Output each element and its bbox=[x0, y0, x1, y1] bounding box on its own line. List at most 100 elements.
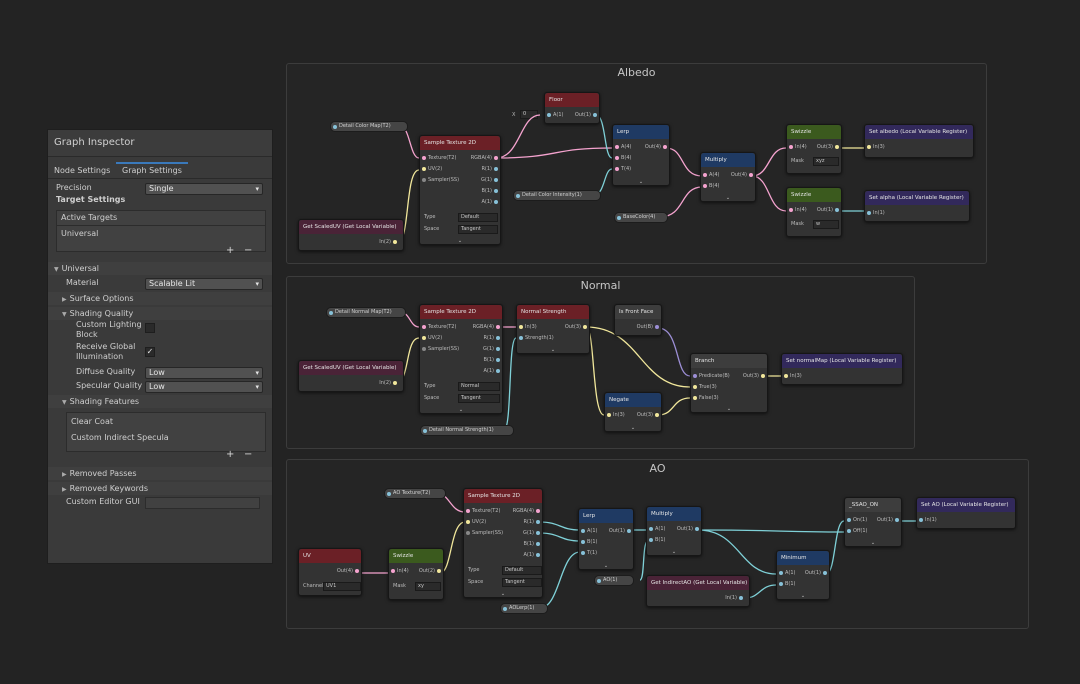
output-port[interactable] bbox=[739, 595, 743, 600]
chevron-down-icon[interactable]: ⌄ bbox=[550, 347, 556, 353]
branch-node[interactable]: Branch Predicate(B) True(3) False(3) Out… bbox=[690, 353, 768, 413]
chevron-down-icon[interactable]: ⌄ bbox=[603, 563, 609, 569]
input-port[interactable] bbox=[703, 172, 707, 177]
input-port[interactable] bbox=[615, 155, 619, 160]
input-port[interactable] bbox=[649, 526, 653, 531]
input-port[interactable] bbox=[466, 519, 470, 524]
precision-dropdown[interactable]: Single bbox=[145, 183, 263, 195]
chevron-down-icon[interactable]: ⌄ bbox=[725, 195, 731, 201]
channel-dropdown[interactable]: UV1 bbox=[323, 582, 361, 591]
list-item[interactable]: Custom Indirect Specula bbox=[71, 433, 169, 442]
output-port[interactable] bbox=[536, 530, 540, 535]
output-port[interactable] bbox=[823, 570, 827, 575]
input-port[interactable] bbox=[867, 144, 871, 149]
ao-multiply-node[interactable]: Multiply A(1) B(1) Out(1) ⌄ bbox=[646, 506, 702, 556]
input-port[interactable] bbox=[779, 570, 783, 575]
input-port[interactable] bbox=[919, 517, 923, 522]
detail-color-intensity-property[interactable]: Detail Color Intensity(1) bbox=[513, 190, 601, 201]
input-port[interactable] bbox=[779, 581, 783, 586]
set-ao-node[interactable]: Set AO (Local Variable Register) In(1) bbox=[916, 497, 1016, 529]
is-front-face-node[interactable]: Is Front Face Out(B) bbox=[614, 304, 662, 336]
input-port[interactable] bbox=[581, 528, 585, 533]
x-input-field[interactable]: 0 bbox=[520, 110, 538, 119]
tab-graph-settings[interactable]: Graph Settings bbox=[116, 162, 188, 178]
remove-feature-button[interactable]: − bbox=[244, 449, 253, 460]
input-port[interactable] bbox=[547, 112, 551, 117]
chevron-down-icon[interactable]: ⌄ bbox=[630, 425, 636, 431]
input-port[interactable] bbox=[391, 568, 395, 573]
ao-texture-property[interactable]: AO Texture(T2) bbox=[384, 488, 446, 499]
sample-texture-node[interactable]: Sample Texture 2D Texture(T2) UV(2) Samp… bbox=[419, 135, 501, 245]
output-port[interactable] bbox=[695, 526, 699, 531]
output-port[interactable] bbox=[536, 552, 540, 557]
output-port[interactable] bbox=[749, 172, 753, 177]
output-port[interactable] bbox=[496, 346, 500, 351]
remove-target-button[interactable]: − bbox=[244, 245, 253, 256]
diffuse-quality-dropdown[interactable]: Low bbox=[145, 367, 263, 379]
set-albedo-node[interactable]: Set albedo (Local Variable Register) In(… bbox=[864, 124, 974, 158]
output-port[interactable] bbox=[655, 324, 659, 329]
detail-color-map-property[interactable]: Detail Color Map(T2) bbox=[330, 121, 408, 132]
output-port[interactable] bbox=[494, 155, 498, 160]
lerp-node[interactable]: Lerp A(4) B(4) T(4) Out(4) ⌄ bbox=[612, 124, 670, 186]
output-port[interactable] bbox=[393, 380, 397, 385]
set-alpha-node[interactable]: Set alpha (Local Variable Register) In(1… bbox=[864, 190, 970, 222]
basecolor-property[interactable]: BaseColor(4) bbox=[614, 212, 668, 223]
universal-section-header[interactable]: ▼Universal bbox=[48, 262, 272, 275]
ssao-keyword-node[interactable]: _SSAO_ON On(1) Off(1) Out(1) ⌄ bbox=[844, 497, 902, 547]
chevron-down-icon[interactable]: ⌄ bbox=[726, 406, 732, 412]
specular-quality-dropdown[interactable]: Low bbox=[145, 381, 263, 393]
aolerp-property[interactable]: AOLerp(1) bbox=[500, 603, 548, 614]
output-port[interactable] bbox=[494, 166, 498, 171]
ao-swizzle-node[interactable]: Swizzle In(4) Out(2) Mask xy bbox=[388, 548, 444, 600]
shading-features-list[interactable]: Clear Coat Custom Indirect Specula bbox=[66, 412, 266, 452]
shading-features-header[interactable]: ▼Shading Features bbox=[48, 395, 272, 408]
add-target-button[interactable]: + bbox=[226, 245, 235, 256]
shading-quality-header[interactable]: ▼Shading Quality bbox=[48, 307, 272, 320]
chevron-down-icon[interactable]: ⌄ bbox=[500, 591, 506, 597]
type-dropdown[interactable]: Default bbox=[458, 213, 498, 222]
type-dropdown[interactable]: Default bbox=[502, 566, 542, 575]
input-port[interactable] bbox=[867, 210, 871, 215]
input-port[interactable] bbox=[422, 335, 426, 340]
output-port[interactable] bbox=[393, 239, 397, 244]
chevron-down-icon[interactable]: ⌄ bbox=[870, 540, 876, 546]
output-port[interactable] bbox=[761, 373, 765, 378]
input-port[interactable] bbox=[466, 508, 470, 513]
output-port[interactable] bbox=[835, 144, 839, 149]
output-port[interactable] bbox=[496, 368, 500, 373]
input-port[interactable] bbox=[703, 183, 707, 188]
mask-field[interactable]: w bbox=[813, 220, 839, 229]
output-port[interactable] bbox=[494, 188, 498, 193]
mask-field[interactable]: xyz bbox=[813, 157, 839, 166]
input-port[interactable] bbox=[693, 373, 697, 378]
input-port[interactable] bbox=[649, 537, 653, 542]
detail-normal-map-property[interactable]: Detail Normal Map(T2) bbox=[326, 307, 406, 318]
output-port[interactable] bbox=[494, 177, 498, 182]
multiply-node[interactable]: Multiply A(4) B(4) Out(4) ⌄ bbox=[700, 152, 756, 202]
input-port[interactable] bbox=[789, 144, 793, 149]
input-port[interactable] bbox=[615, 166, 619, 171]
output-port[interactable] bbox=[355, 568, 359, 573]
output-port[interactable] bbox=[627, 528, 631, 533]
receive-gi-checkbox[interactable]: ✓ bbox=[145, 347, 155, 357]
output-port[interactable] bbox=[496, 335, 500, 340]
uv-node[interactable]: UV Out(4) Channel UV1 bbox=[298, 548, 362, 596]
chevron-down-icon[interactable]: ⌄ bbox=[671, 549, 677, 555]
graph-inspector-panel[interactable]: Graph Inspector Node Settings Graph Sett… bbox=[47, 129, 273, 564]
input-port[interactable] bbox=[519, 335, 523, 340]
floor-node[interactable]: Floor A(1) Out(1) bbox=[544, 92, 600, 124]
chevron-down-icon[interactable]: ⌄ bbox=[638, 179, 644, 185]
custom-lighting-checkbox[interactable] bbox=[145, 323, 155, 333]
input-port[interactable] bbox=[784, 373, 788, 378]
space-dropdown[interactable]: Tangent bbox=[502, 578, 542, 587]
output-port[interactable] bbox=[494, 199, 498, 204]
chevron-down-icon[interactable]: ⌄ bbox=[457, 238, 463, 244]
input-port[interactable] bbox=[422, 324, 426, 329]
normal-get-scaleduv-node[interactable]: Get ScaledUV (Get Local Variable) In(2) bbox=[298, 360, 404, 392]
output-port[interactable] bbox=[536, 541, 540, 546]
input-port[interactable] bbox=[693, 395, 697, 400]
ao1-property[interactable]: AO(1) bbox=[594, 575, 634, 586]
get-indirectao-node[interactable]: Get IndirectAO (Get Local Variable) In(1… bbox=[646, 575, 750, 607]
tab-node-settings[interactable]: Node Settings bbox=[54, 166, 111, 175]
